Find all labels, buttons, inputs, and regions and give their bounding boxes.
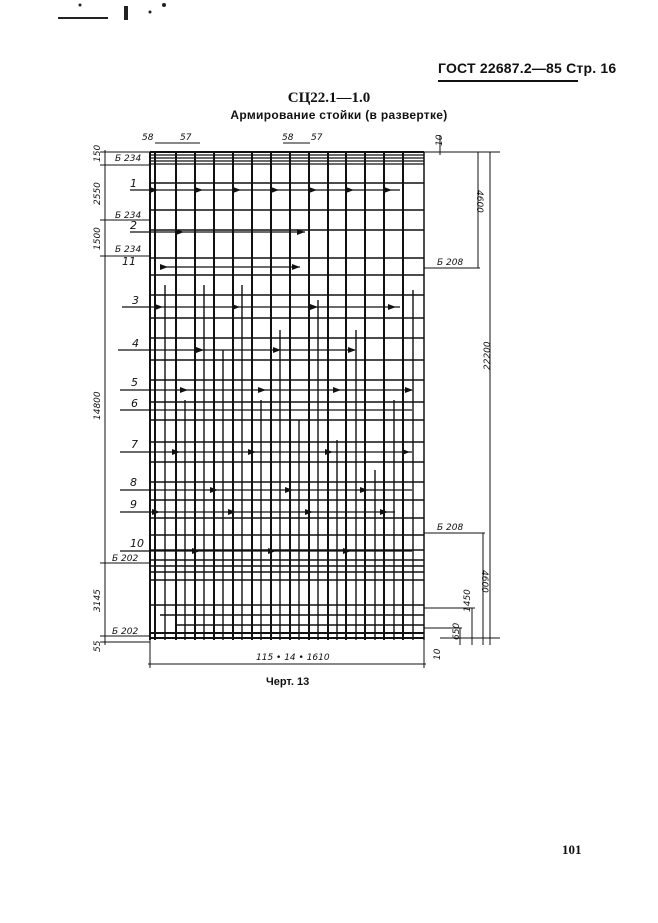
svg-text:Б 202: Б 202	[112, 554, 138, 564]
svg-text:3: 3	[132, 294, 139, 307]
header-underline	[438, 80, 578, 82]
dim-top-57b: 57	[311, 133, 323, 143]
svg-text:Б 234: Б 234	[115, 211, 141, 221]
svg-text:4600: 4600	[474, 190, 484, 213]
svg-text:14800: 14800	[93, 391, 103, 420]
svg-text:2: 2	[130, 219, 137, 232]
svg-text:1500: 1500	[93, 227, 103, 250]
svg-text:Б 208: Б 208	[437, 523, 463, 533]
svg-text:11: 11	[122, 255, 136, 268]
svg-text:6: 6	[131, 397, 138, 410]
svg-text:10: 10	[435, 134, 445, 146]
svg-text:Б 208: Б 208	[437, 258, 463, 268]
svg-text:8: 8	[130, 476, 137, 489]
dim-top-57a: 57	[180, 133, 192, 143]
svg-text:650: 650	[452, 623, 462, 640]
svg-text:10: 10	[433, 648, 443, 660]
svg-text:10: 10	[130, 537, 144, 550]
drawing-code-title: СЦ22.1—1.0	[287, 90, 371, 106]
figure-caption: Черт. 13	[266, 676, 310, 688]
svg-text:22200: 22200	[483, 341, 493, 370]
svg-text:9: 9	[130, 498, 137, 511]
svg-text:115 • 14 • 1610: 115 • 14 • 1610	[256, 653, 330, 663]
reinforcement-drawing: 58 57 58 57 10 150 2550 1500 14800 3145 …	[93, 133, 500, 668]
dim-top-58a: 58	[142, 133, 154, 143]
svg-text:2550: 2550	[93, 182, 103, 205]
svg-text:7: 7	[131, 438, 138, 451]
drawing-subtitle: Армирование стойки (в развертке)	[230, 108, 448, 122]
svg-text:150: 150	[93, 145, 103, 162]
svg-text:55: 55	[93, 640, 103, 652]
svg-text:Б 202: Б 202	[112, 627, 138, 637]
dim-top-58b: 58	[282, 133, 294, 143]
svg-text:Б 234: Б 234	[115, 245, 141, 255]
scan-artifacts	[58, 3, 166, 20]
svg-text:5: 5	[131, 376, 138, 389]
svg-text:4: 4	[132, 337, 139, 350]
page-number: 101	[562, 842, 582, 857]
svg-text:3145: 3145	[93, 589, 103, 612]
svg-text:1450: 1450	[463, 589, 473, 612]
standard-header: ГОСТ 22687.2—85 Стр. 16	[438, 60, 617, 76]
svg-text:1: 1	[130, 177, 137, 190]
svg-text:4600: 4600	[479, 570, 489, 593]
svg-text:Б 234: Б 234	[115, 154, 141, 164]
